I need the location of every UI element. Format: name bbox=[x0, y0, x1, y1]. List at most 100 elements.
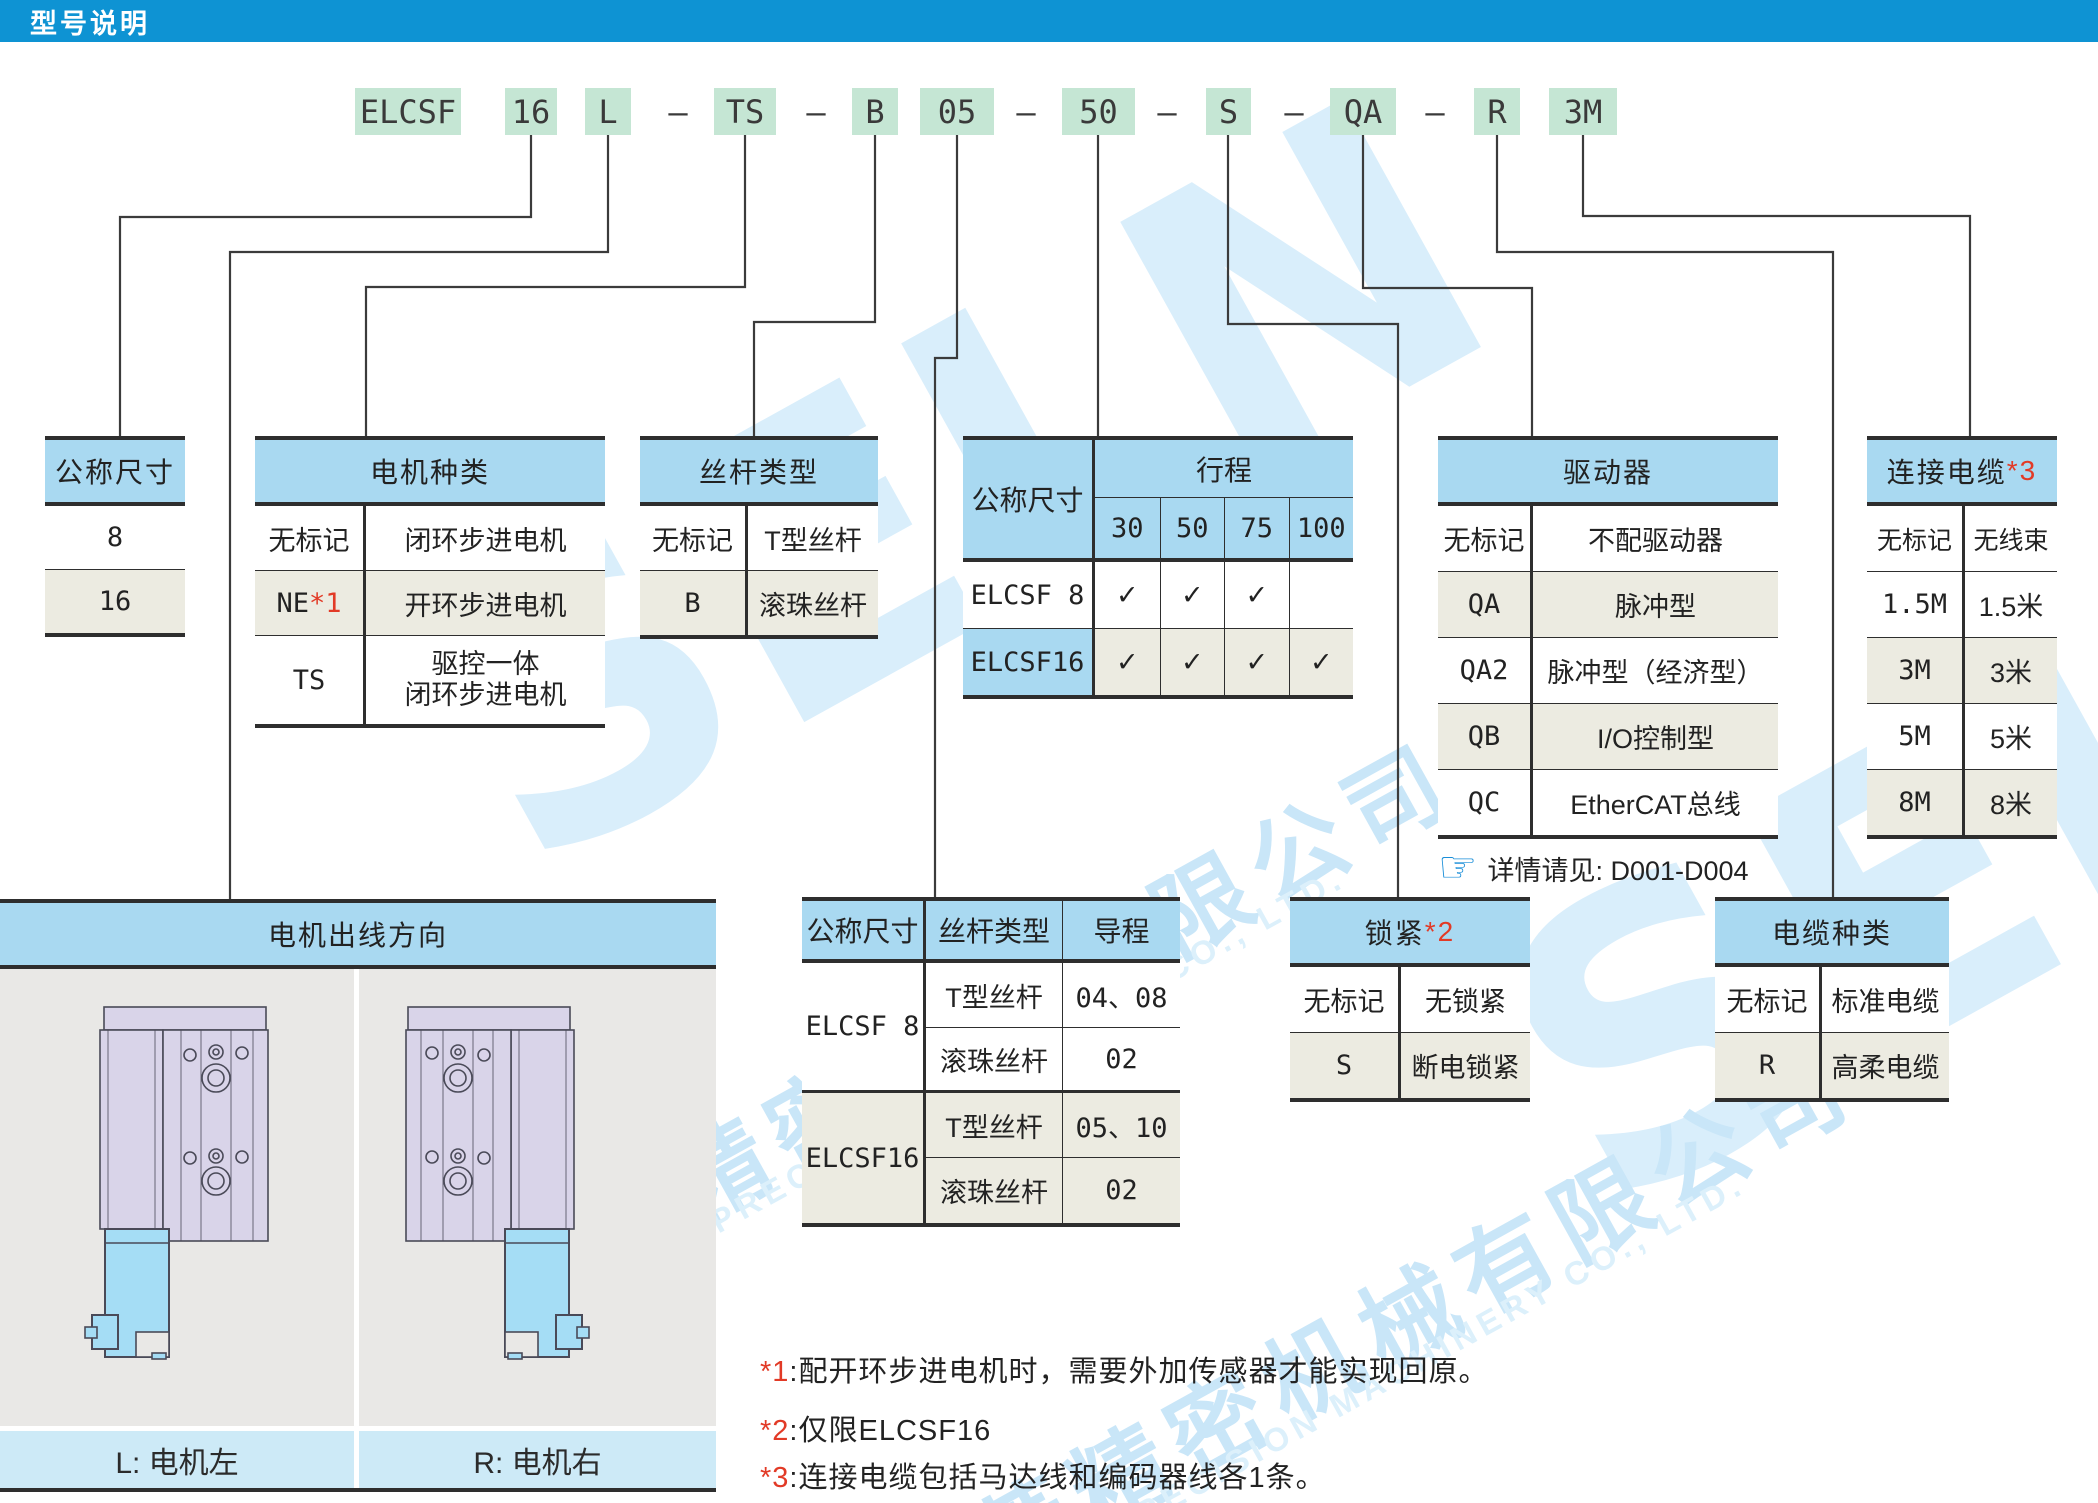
motor-type-table: 电机种类 无标记 闭环步进电机 NE*1 开环步进电机 TS 驱控一体 闭环步进… bbox=[255, 436, 605, 728]
footnote-mark: *1 bbox=[760, 1356, 790, 1388]
desc-cell: 8米 bbox=[1962, 770, 2057, 835]
footnote-mark: *1 bbox=[309, 587, 342, 619]
code-cell: QB bbox=[1467, 721, 1501, 752]
desc-cell: 脉冲型 bbox=[1530, 572, 1778, 637]
stroke-col-header: 100 bbox=[1288, 498, 1353, 562]
model-segment-cable-length: 3M bbox=[1549, 88, 1617, 135]
stroke-col-header: 30 bbox=[1095, 498, 1160, 562]
desc-cell: 高柔电缆 bbox=[1819, 1033, 1949, 1098]
model-cell: ELCSF 8 bbox=[802, 963, 923, 1093]
desc-cell: 断电锁紧 bbox=[1398, 1033, 1530, 1098]
code-text: NE bbox=[276, 587, 309, 619]
check-icon: ✓ bbox=[1224, 629, 1289, 695]
model-segment-lead: 05 bbox=[920, 88, 994, 135]
screw-cell: 滚珠丝杆 bbox=[923, 1028, 1062, 1093]
driver-table: 驱动器 无标记 不配驱动器 QA 脉冲型 QA2 脉冲型（经济型） QB I/O… bbox=[1438, 436, 1778, 839]
model-dash: – bbox=[1157, 92, 1177, 131]
model-segment-motor: TS bbox=[714, 88, 776, 135]
model-dash: – bbox=[1425, 92, 1445, 131]
model-dash: – bbox=[1016, 92, 1036, 131]
code-cell: 3M bbox=[1898, 655, 1931, 686]
code-cell: 1.5M bbox=[1881, 589, 1948, 620]
screw-type-header: 丝杆类型 bbox=[640, 440, 878, 506]
cable-type-table: 电缆种类 无标记 标准电缆 R 高柔电缆 bbox=[1715, 897, 1949, 1102]
desc-cell: 无线束 bbox=[1962, 506, 2057, 571]
code-cell: 5M bbox=[1898, 721, 1931, 752]
footnote-text: :仅限ELCSF16 bbox=[789, 1415, 992, 1447]
check-icon: ✓ bbox=[1288, 629, 1353, 695]
stroke-corner-header: 公称尺寸 bbox=[963, 440, 1095, 562]
screw-type-table: 丝杆类型 无标记 T型丝杆 B 滚珠丝杆 bbox=[640, 436, 878, 639]
model-segment-size: 16 bbox=[505, 88, 557, 135]
size-table-header: 公称尺寸 bbox=[45, 440, 185, 506]
check-icon bbox=[1288, 562, 1354, 628]
stroke-col-header: 50 bbox=[1159, 498, 1224, 562]
model-dash: – bbox=[1284, 92, 1304, 131]
code-cell: 无标记 bbox=[1876, 526, 1952, 555]
cable-length-header: 连接电缆*3 bbox=[1867, 440, 2057, 506]
desc-cell: 1.5米 bbox=[1962, 572, 2057, 637]
code-cell: NE*1 bbox=[255, 571, 363, 635]
label-motor-right: R: 电机右 bbox=[359, 1431, 716, 1488]
model-segment-screw: B bbox=[852, 88, 898, 135]
desc-cell: 闭环步进电机 bbox=[363, 506, 605, 570]
motor-direction-header: 电机出线方向 bbox=[0, 903, 716, 969]
lead-table: 公称尺寸 丝杆类型 导程 ELCSF 8 T型丝杆 04、08 滚珠丝杆 02 … bbox=[802, 897, 1180, 1227]
screw-cell: T型丝杆 bbox=[923, 1093, 1062, 1158]
check-icon: ✓ bbox=[1159, 629, 1224, 695]
footnote-1: *1:配开环步进电机时，需要外加传感器才能实现回原。 bbox=[760, 1356, 1488, 1389]
code-cell: 无标记 bbox=[652, 525, 733, 556]
lock-header: 锁紧*2 bbox=[1290, 901, 1530, 967]
motor-direction-drawings bbox=[0, 969, 716, 1426]
model-segment-direction: L bbox=[585, 88, 631, 135]
desc-cell: 3米 bbox=[1962, 638, 2057, 703]
model-dash: – bbox=[806, 92, 826, 131]
code-cell: 无标记 bbox=[268, 525, 350, 556]
title-bar: 型号说明 bbox=[0, 0, 2098, 42]
lead-cell: 02 bbox=[1062, 1158, 1180, 1223]
desc-cell: EtherCAT总线 bbox=[1530, 770, 1778, 835]
check-icon: ✓ bbox=[1095, 629, 1160, 695]
screw-cell: 滚珠丝杆 bbox=[923, 1158, 1062, 1223]
header-text: 连接电缆 bbox=[1886, 457, 2007, 488]
panel-divider bbox=[354, 969, 359, 1426]
lead-header: 丝杆类型 bbox=[923, 901, 1062, 963]
lead-cell: 02 bbox=[1062, 1028, 1180, 1093]
lead-cell: 05、10 bbox=[1062, 1093, 1180, 1158]
driver-header: 驱动器 bbox=[1438, 440, 1778, 506]
size-value: 8 bbox=[106, 522, 124, 553]
actuator-diagram-left bbox=[84, 1006, 269, 1360]
desc-cell: I/O控制型 bbox=[1530, 704, 1778, 769]
lead-header: 导程 bbox=[1062, 901, 1180, 963]
code-cell: 无标记 bbox=[1443, 526, 1525, 556]
lead-cell: 04、08 bbox=[1062, 963, 1180, 1028]
cable-length-table: 连接电缆*3 无标记 无线束 1.5M 1.5米 3M 3米 5M 5米 8M … bbox=[1867, 436, 2057, 839]
model-segment-cable-type: R bbox=[1474, 88, 1520, 135]
code-cell: 无标记 bbox=[1303, 987, 1385, 1017]
cable-type-header: 电缆种类 bbox=[1715, 901, 1949, 967]
footnote-mark: *2 bbox=[760, 1415, 790, 1447]
header-text: 锁紧 bbox=[1364, 918, 1425, 949]
desc-cell: 滚珠丝杆 bbox=[745, 571, 878, 635]
model-segment-stroke: 50 bbox=[1062, 88, 1135, 135]
code-cell: QA bbox=[1467, 589, 1501, 620]
footnote-mark: *3 bbox=[760, 1462, 790, 1494]
code-cell: 无标记 bbox=[1726, 987, 1808, 1017]
desc-cell: 脉冲型（经济型） bbox=[1530, 638, 1778, 703]
motor-direction-panel: 电机出线方向 bbox=[0, 899, 716, 1492]
actuator-diagram-right bbox=[405, 1006, 590, 1360]
desc-cell: 开环步进电机 bbox=[363, 571, 605, 635]
check-icon: ✓ bbox=[1159, 562, 1225, 628]
code-cell: B bbox=[684, 587, 701, 619]
model-segment-lock: S bbox=[1206, 88, 1251, 135]
stroke-group-header: 行程 bbox=[1095, 440, 1353, 498]
model-dash: – bbox=[668, 92, 688, 131]
model-cell: ELCSF 8 bbox=[963, 562, 1095, 628]
code-cell: 8M bbox=[1898, 787, 1931, 818]
size-table: 公称尺寸 8 16 bbox=[45, 436, 185, 637]
size-value: 16 bbox=[98, 586, 132, 617]
driver-note: ☞ 详情请见: D001-D004 bbox=[1438, 846, 1749, 890]
check-icon: ✓ bbox=[1224, 562, 1289, 628]
code-cell: TS bbox=[292, 664, 326, 696]
